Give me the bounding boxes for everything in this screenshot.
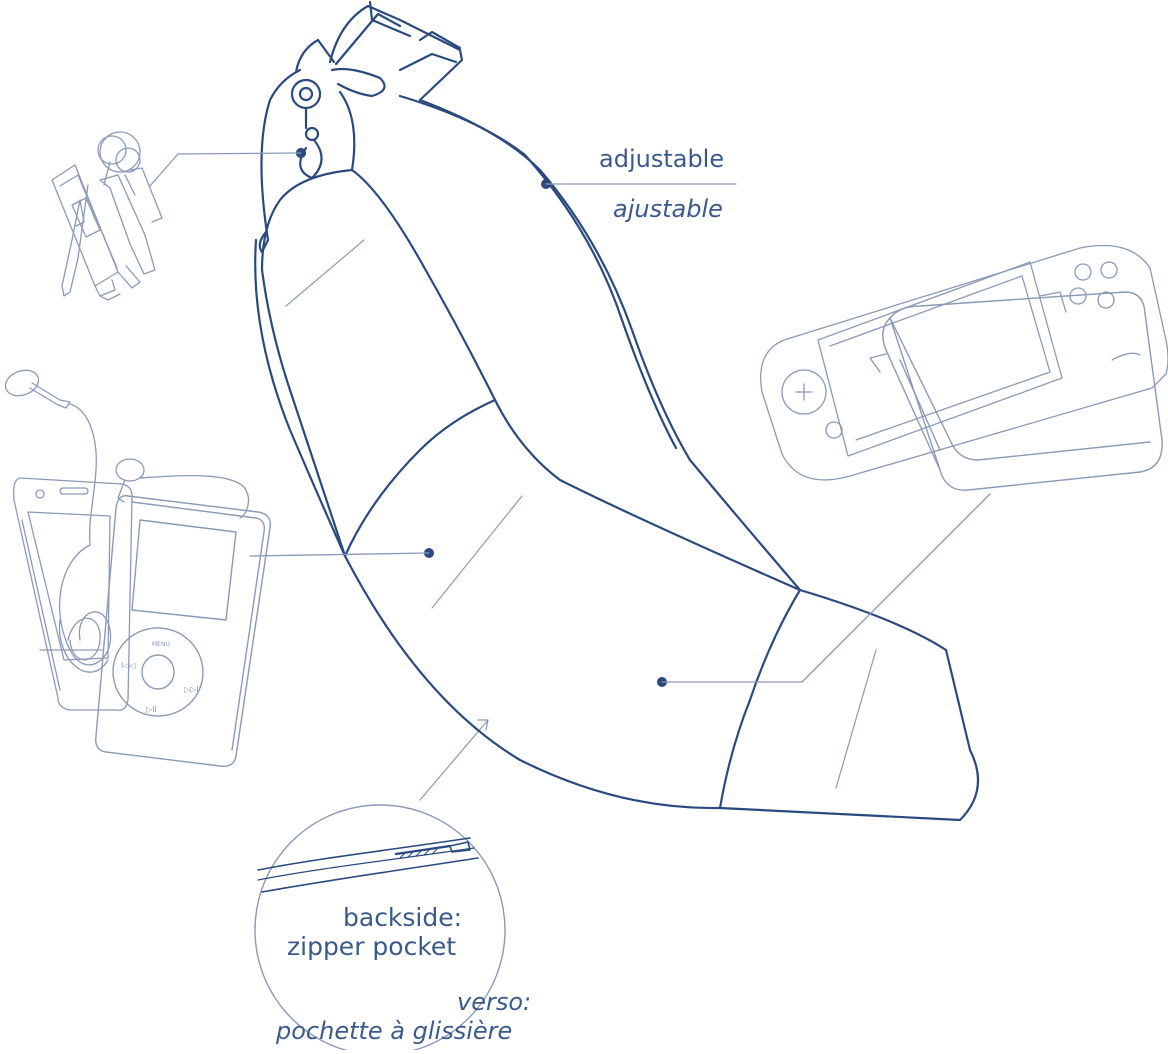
bag-shading-lines <box>285 239 877 789</box>
sling-bag <box>254 0 980 822</box>
earphones-icon <box>4 369 250 673</box>
ajustable-label: ajustable <box>613 195 723 223</box>
verso-label: verso: <box>457 988 532 1016</box>
svg-text:I◁◁: I◁◁ <box>121 661 136 670</box>
sleeve-pouch-icon <box>869 291 1163 491</box>
mobile-phone-icon <box>12 477 133 711</box>
backside-label: backside: <box>343 903 463 932</box>
callout-lines <box>149 152 991 683</box>
svg-text:▷II: ▷II <box>146 705 157 714</box>
adjustable-label: adjustable <box>599 145 725 173</box>
mp3-player-icon: MENU I◁◁ ▷▷I ▷II <box>95 495 271 767</box>
keys-usb-icon <box>51 131 163 301</box>
zipper-pocket-label: zipper pocket <box>287 932 457 961</box>
svg-text:▷▷I: ▷▷I <box>184 685 199 694</box>
game-console-icon <box>760 244 1168 481</box>
pochette-label: pochette à glissière <box>276 1017 513 1045</box>
svg-text:MENU: MENU <box>152 641 170 648</box>
zipper-detail-magnifier <box>254 719 506 1054</box>
